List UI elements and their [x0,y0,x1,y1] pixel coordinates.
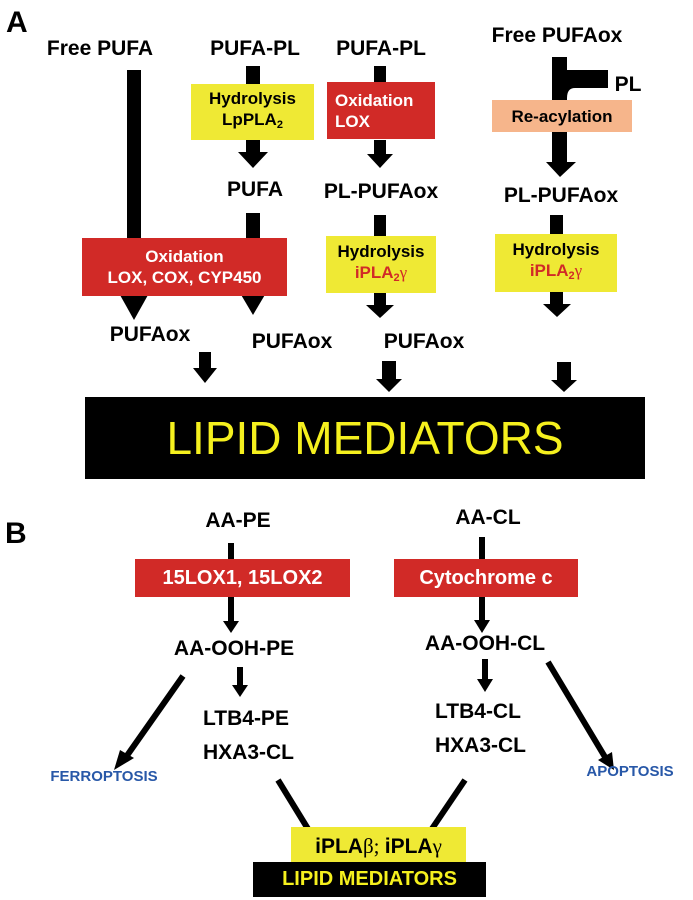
arrow-plpufaox2-head [543,304,571,317]
free-pufaox-label: Free PUFAox [491,24,623,47]
arrow-pufaox3-head [551,380,577,392]
arrow-ferroptosis-head [114,750,134,770]
pl-pufaox-label-1: PL-PUFAox [323,180,439,203]
metabolite-ltb4-pe: LTB4-PE [203,707,289,730]
arrow-pufaox2-head [376,379,402,392]
oxidation-multi-line1: Oxidation [145,247,224,266]
aa-pe-label: AA-PE [205,509,271,532]
hydrolysis-ipla2g-2-line2: iPLA2γ [529,261,583,282]
cytochrome-c-box: Cytochrome c [394,559,578,597]
oxidation-lox-box: Oxidation LOX [327,82,435,139]
metabolites-left: LTB4-PE HXA3-CL [203,702,294,770]
hydrolysis-ipla2g-1-line1: Hydrolysis [337,241,425,261]
metabolite-hxa3-cl-right: HXA3-CL [435,734,527,757]
pufa-intermediate-label: PUFA [226,178,284,201]
arrow-reacyl-shaft [552,132,567,162]
hydrolysis-ipla2g-box-1: Hydrolysis iPLA2γ [326,236,436,293]
arrow-reacyl-head [546,162,576,177]
arrow-aape-shaft-a [228,543,234,568]
aa-ooh-cl-label: AA-OOH-CL [424,632,546,655]
arrow-plpufaox1-head [366,305,394,318]
arrow-aacl-shaft-a [479,537,485,567]
lipid-mediators-box-b: LIPID MEDIATORS [253,862,486,897]
arrow-aape-shaft-b [228,596,234,621]
reacylation-label: Re-acylation [511,106,613,126]
arrow-free-pufa-head [120,295,148,320]
arrow-pufapl2-shaft-b [374,140,386,154]
beta-symbol: β [362,833,374,858]
hydrolysis-ipla2g-1-line2: iPLA2γ [354,262,408,284]
oxidation-multi-line2: LOX, COX, CYP450 [107,268,262,287]
arrow-pufaox1-head [193,368,217,383]
arrow-plpufaox2-shaft-b [550,292,563,304]
arrow-pufapl2-head [367,154,393,168]
arrow-pufapl2-shaft-a [374,66,386,84]
ipla-gamma-text: iPLA [384,834,433,858]
pl-pufaox-label-2: PL-PUFAox [503,184,619,207]
pufaox-product-2: PUFAox [251,330,333,353]
oxidation-lox-line1: Oxidation [335,90,414,110]
pufaox-product-1: PUFAox [109,323,191,346]
arrow-aacl-shaft-b [479,596,485,621]
arrow-pufapl1-head [238,152,268,168]
arrow-to-ferroptosis [123,674,186,759]
arrow-pufapl1-shaft-b [246,138,260,152]
hydrolysis-lppla2-line1: Hydrolysis [209,89,296,108]
arrow-pufa-head [240,293,266,315]
oxidation-multi-box: Oxidation LOX, COX, CYP450 [82,238,287,296]
lipid-mediators-box-a: LIPID MEDIATORS [85,397,645,479]
arrow-pufaox3-shaft [557,362,571,380]
lox-enzyme-label: 15LOX1, 15LOX2 [162,566,323,589]
pufa-pl-label-2: PUFA-PL [336,37,426,60]
hydrolysis-ipla2g-box-2: Hydrolysis iPLA2γ [495,234,617,292]
arrow-aaoohpe-shaft [237,667,243,685]
panel-a-label: A [6,6,28,39]
arrow-aaoohpe-head [232,685,248,697]
lipid-mediators-label-b: LIPID MEDIATORS [282,868,457,890]
arrow-plpufaox2-shaft-a [550,215,563,235]
gamma-symbol: γ [432,833,442,858]
arrow-pufaox1-shaft [199,352,211,368]
lox-enzyme-box: 15LOX1, 15LOX2 [135,559,350,597]
arrow-to-apoptosis [545,660,608,759]
pufa-pl-label-1: PUFA-PL [210,37,300,60]
free-pufa-label: Free PUFA [46,37,154,60]
metabolite-hxa3-cl-left: HXA3-CL [203,741,295,764]
aa-ooh-pe-label: AA-OOH-PE [173,637,295,660]
lipid-mediators-label-a: LIPID MEDIATORS [166,412,564,464]
separator: ; [373,833,385,858]
oxidation-lox-line2: LOX [335,111,370,131]
arrow-aaoohcl-shaft [482,659,488,679]
aa-cl-label: AA-CL [455,506,521,529]
metabolite-ltb4-cl: LTB4-CL [435,700,521,723]
hydrolysis-lppla2-box: Hydrolysis LpPLA2 [191,84,314,140]
arrow-pl-joining [552,57,608,100]
pl-side-label: PL [614,73,642,96]
ferroptosis-label: FERROPTOSIS [50,768,158,785]
hydrolysis-ipla2g-2-line1: Hydrolysis [512,240,600,259]
panel-b-label: B [5,517,27,550]
hydrolysis-lppla2-line2: LpPLA2 [222,110,283,131]
metabolites-right: LTB4-CL HXA3-CL [435,695,526,763]
arrow-plpufaox1-shaft-b [374,293,386,305]
arrow-apoptosis-head [598,752,614,770]
ipla-beta-text: iPLA [315,834,363,858]
arrow-pufaox2-shaft [382,361,396,379]
arrow-aaoohcl-head [477,679,493,692]
reacylation-box: Re-acylation [492,100,632,132]
arrow-aacl-head [474,620,490,633]
arrow-pufapl1-shaft-a [246,66,260,86]
arrow-plpufaox1-shaft-a [374,215,386,237]
apoptosis-label: APOPTOSIS [586,763,674,780]
cytochrome-c-label: Cytochrome c [419,566,553,589]
arrow-aape-head [223,621,239,633]
pufaox-product-3: PUFAox [383,330,465,353]
